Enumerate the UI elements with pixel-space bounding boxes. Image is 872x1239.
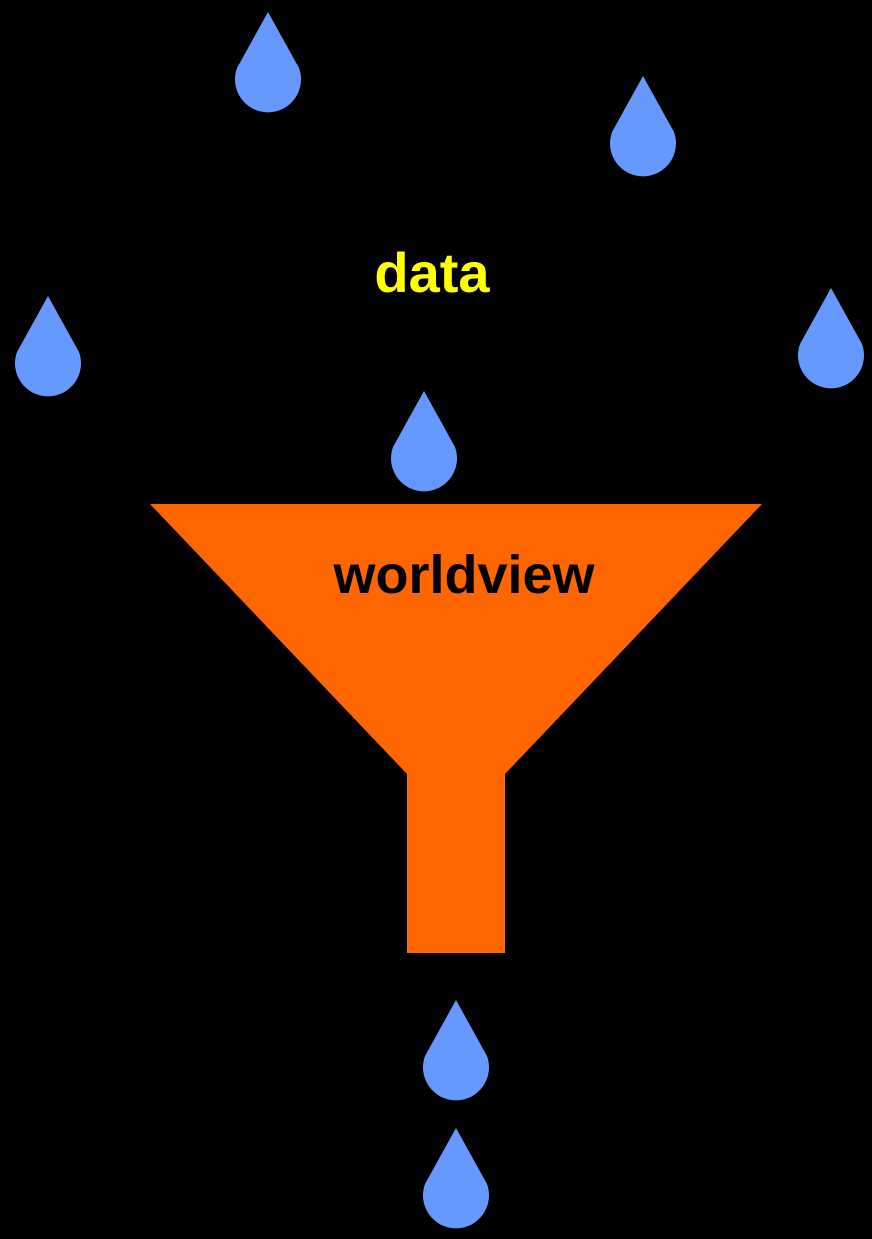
data-label: data [374,241,490,304]
water-drop-icon [15,296,82,397]
water-drop-icon [423,1000,489,1101]
funnel-icon [150,504,762,953]
funnel-label: worldview [332,545,595,605]
water-drop-icon [610,76,676,177]
water-drop-icon [798,288,865,389]
water-drop-icon [423,1128,489,1229]
water-drop-icon [391,391,458,492]
water-drop-icon [235,12,301,113]
